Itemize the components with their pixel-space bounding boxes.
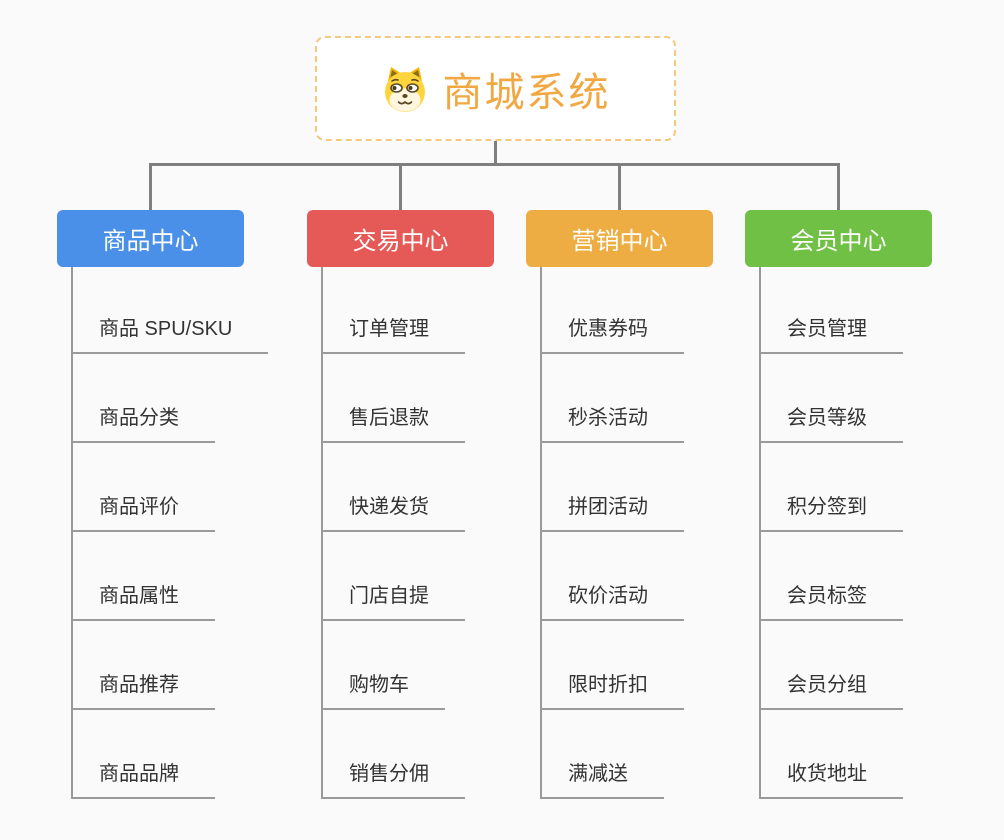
leaf-node[interactable]: 收货地址 — [759, 761, 903, 799]
root-node-mall-system[interactable]: 商城系统 — [315, 36, 676, 141]
leaf-node[interactable]: 商品推荐 — [71, 672, 215, 710]
leaf-node[interactable]: 满减送 — [540, 761, 664, 799]
leaf-node[interactable]: 积分签到 — [759, 494, 903, 532]
leaf-node[interactable]: 销售分佣 — [321, 761, 465, 799]
leaf-node[interactable]: 售后退款 — [321, 405, 465, 443]
branch-box-member-center[interactable]: 会员中心 — [745, 210, 932, 267]
connector-root-stem — [494, 140, 497, 164]
branch-box-product-center[interactable]: 商品中心 — [57, 210, 244, 267]
leaf-node[interactable]: 商品分类 — [71, 405, 215, 443]
tree-line-product — [71, 267, 73, 799]
leaf-node[interactable]: 商品属性 — [71, 583, 215, 621]
leaf-node[interactable]: 秒杀活动 — [540, 405, 684, 443]
doge-dog-face-icon — [384, 66, 425, 112]
leaf-node[interactable]: 限时折扣 — [540, 672, 684, 710]
leaf-node[interactable]: 砍价活动 — [540, 583, 684, 621]
leaf-node[interactable]: 会员分组 — [759, 672, 903, 710]
root-title: 商城系统 — [442, 70, 611, 115]
branch-box-marketing-center[interactable]: 营销中心 — [526, 210, 713, 267]
leaf-node[interactable]: 门店自提 — [321, 583, 465, 621]
connector-drop-trade — [399, 166, 402, 210]
connector-drop-marketing — [618, 166, 621, 210]
tree-line-marketing — [540, 267, 542, 799]
tree-line-trade — [321, 267, 323, 799]
connector-drop-product — [149, 166, 152, 210]
leaf-node[interactable]: 会员管理 — [759, 316, 903, 354]
leaf-node[interactable]: 优惠券码 — [540, 316, 684, 354]
tree-line-member — [759, 267, 761, 799]
branch-box-trade-center[interactable]: 交易中心 — [307, 210, 494, 267]
leaf-node[interactable]: 商品品牌 — [71, 761, 215, 799]
leaf-node[interactable]: 拼团活动 — [540, 494, 684, 532]
leaf-node[interactable]: 商品评价 — [71, 494, 215, 532]
leaf-node[interactable]: 商品 SPU/SKU — [71, 316, 269, 354]
connector-drop-member — [837, 166, 840, 210]
leaf-node[interactable]: 订单管理 — [321, 316, 465, 354]
leaf-node[interactable]: 会员标签 — [759, 583, 903, 621]
connector-horizontal — [149, 163, 840, 166]
leaf-node[interactable]: 会员等级 — [759, 405, 903, 443]
leaf-node[interactable]: 快递发货 — [321, 494, 465, 532]
leaf-node[interactable]: 购物车 — [321, 672, 445, 710]
